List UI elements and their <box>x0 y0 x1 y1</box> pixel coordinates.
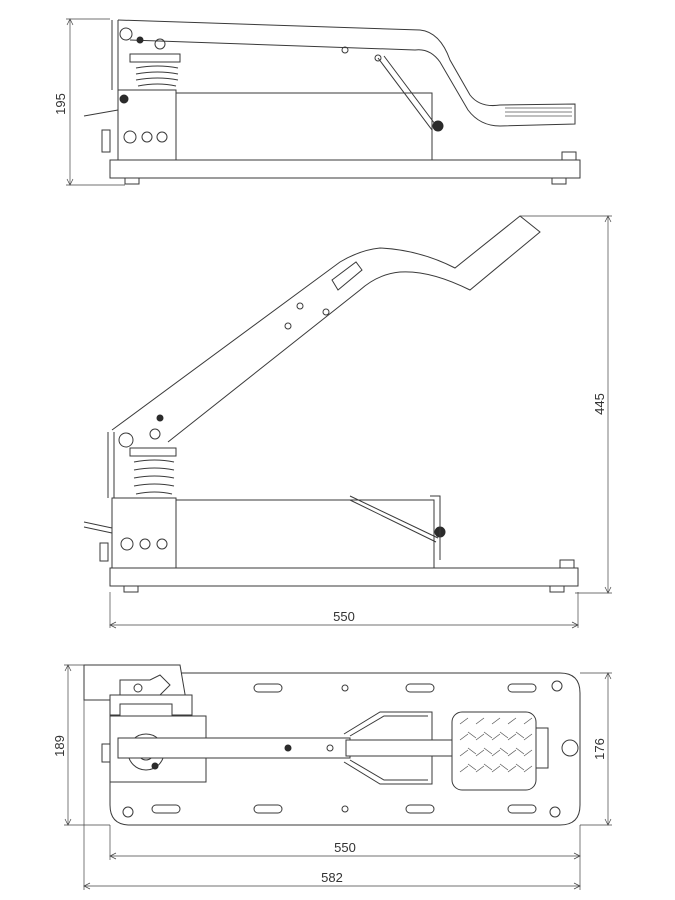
dimension-582: 582 <box>83 700 581 890</box>
dimension-label-582: 582 <box>321 870 343 885</box>
dimension-550-top: 550 <box>109 825 581 860</box>
dimension-label-550-top: 550 <box>334 840 356 855</box>
side-view-lowered <box>83 19 581 185</box>
dimension-label-176: 176 <box>592 738 607 760</box>
dimension-195: 195 <box>53 18 125 186</box>
side-view-raised <box>83 215 579 593</box>
dimension-445: 445 <box>520 215 612 594</box>
dimension-550-side: 550 <box>109 592 579 629</box>
dimension-label-550-side: 550 <box>333 609 355 624</box>
dimension-176: 176 <box>580 672 612 826</box>
dimension-label-445: 445 <box>592 393 607 415</box>
top-view <box>83 664 581 826</box>
dimension-189: 189 <box>52 664 110 826</box>
dimension-label-195: 195 <box>53 93 68 115</box>
dimension-label-189: 189 <box>52 735 67 757</box>
